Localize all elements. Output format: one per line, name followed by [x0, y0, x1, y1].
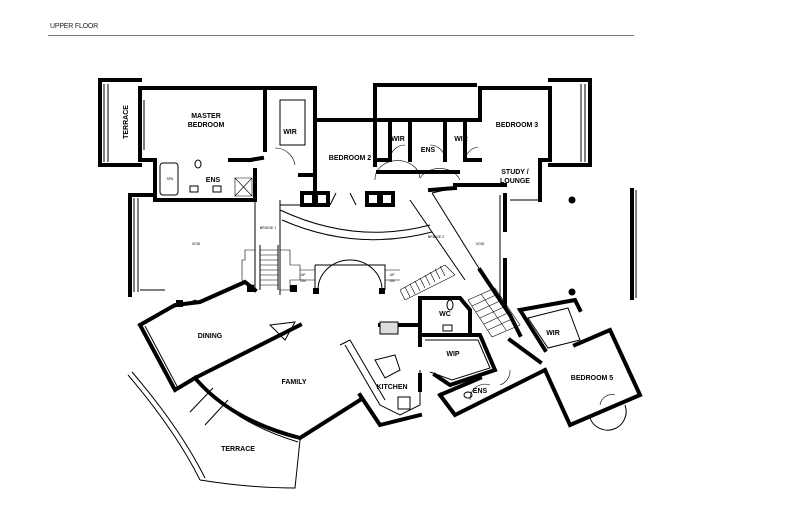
label-wir-a: WIR	[391, 136, 405, 143]
label-ens-master: ENS	[206, 177, 221, 184]
walls	[98, 78, 643, 489]
label-void-left: VOID	[192, 242, 201, 246]
label-family: FAMILY	[281, 379, 306, 386]
label-master-bedroom: MASTER	[191, 113, 221, 120]
label-wir-b: WIR	[454, 136, 468, 143]
label-master-bedroom-2: BEDROOM	[188, 122, 225, 129]
label-bedroom-2: BEDROOM 2	[329, 155, 372, 162]
label-wc: WC	[439, 311, 451, 318]
label-study: STUDY /	[501, 169, 529, 176]
label-ens-bed5: ENS	[473, 388, 488, 395]
label-dining: DINING	[198, 333, 223, 340]
label-spa: SPA	[167, 177, 174, 181]
label-bridge-1: BRIDGE 1	[260, 226, 276, 230]
label-kitchen: KITCHEN	[376, 384, 407, 391]
header-divider	[48, 35, 634, 36]
label-ens-mid: ENS	[421, 147, 436, 154]
label-terrace-top: TERRACE	[123, 105, 130, 139]
room-labels: TERRACE MASTER BEDROOM WIR BEDROOM 2 WIR…	[123, 105, 613, 453]
label-up-2: UP	[390, 273, 396, 277]
label-wir-master: WIR	[283, 129, 297, 136]
label-wip: WIP	[446, 351, 460, 358]
label-bridge-2: BRIDGE 2	[428, 235, 444, 239]
label-wir-bed5: WIR	[546, 330, 560, 337]
page-title: UPPER FLOOR	[50, 23, 98, 30]
label-bedroom-5: BEDROOM 5	[571, 375, 614, 382]
label-terrace-bottom: TERRACE	[221, 446, 255, 453]
label-dn-2: DN	[389, 279, 395, 283]
label-void-right: VOID	[476, 242, 485, 246]
label-up-1: UP	[301, 273, 307, 277]
label-lounge: LOUNGE	[500, 178, 530, 185]
label-dn-1: DN	[300, 279, 306, 283]
label-bedroom-3: BEDROOM 3	[496, 122, 539, 129]
